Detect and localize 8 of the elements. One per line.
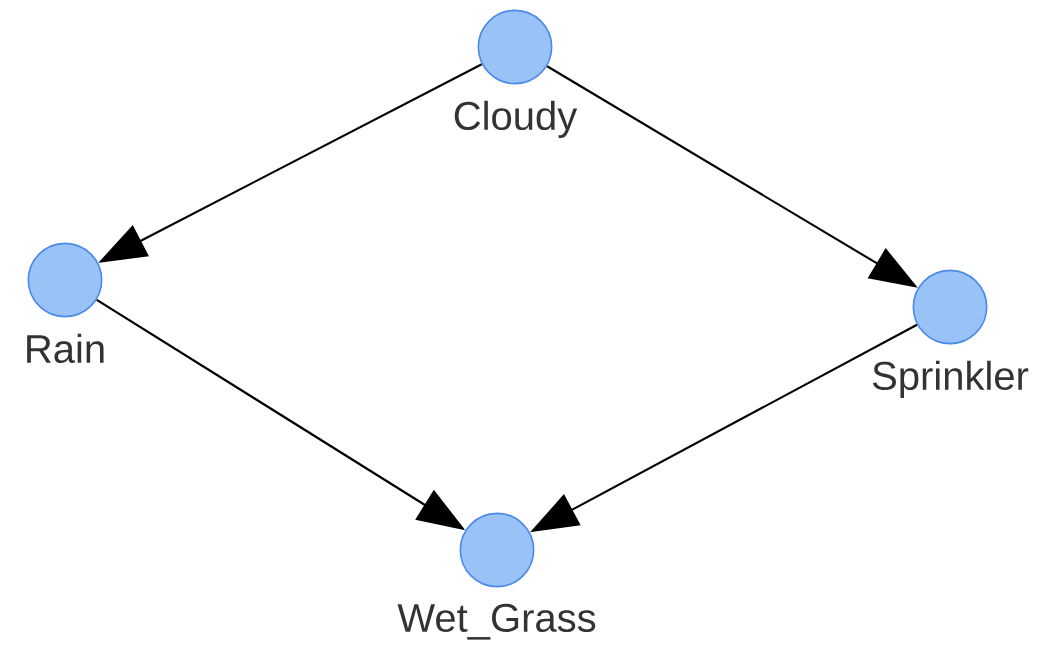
graph-node (397, 512, 596, 640)
node-label: Cloudy (454, 100, 578, 138)
node-label: Sprinkler (872, 360, 1029, 399)
node-label: Wet_Grass (397, 603, 596, 640)
graph-node (454, 9, 578, 138)
node-label: Rain (27, 333, 104, 364)
graph-node (872, 269, 1029, 399)
graph-node (27, 242, 104, 364)
